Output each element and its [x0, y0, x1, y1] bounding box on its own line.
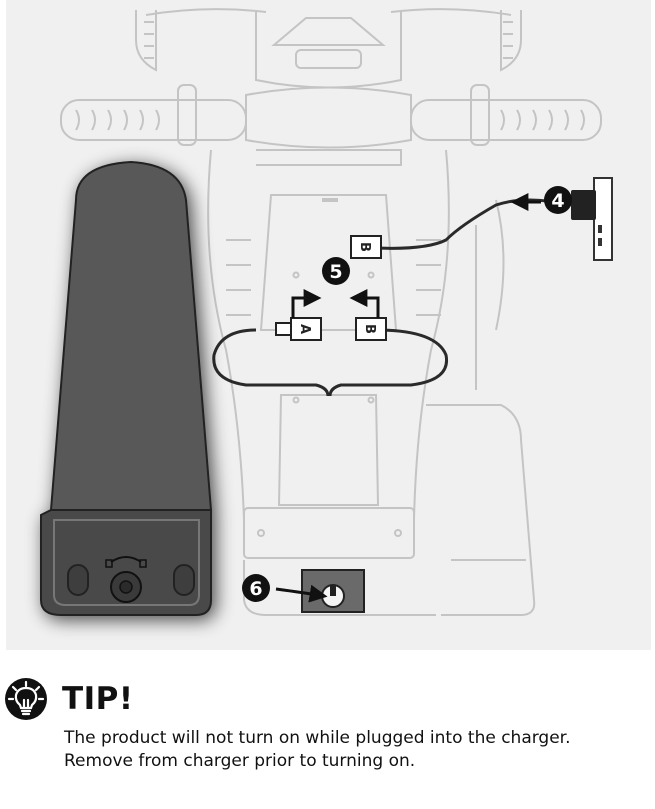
wall-outlet	[571, 177, 613, 261]
callout-step-6: 6	[242, 574, 270, 602]
charger-cable	[212, 198, 572, 397]
seat	[40, 160, 213, 616]
lightbulb-icon	[5, 678, 47, 720]
charging-port	[301, 569, 365, 613]
charging-illustration: B A B 4	[6, 0, 651, 650]
callout-step-5: 5	[322, 257, 350, 285]
callout-step-4-label: 4	[551, 190, 564, 212]
callout-step-4: 4	[544, 186, 572, 214]
tip-line-1: The product will not turn on while plugg…	[64, 728, 571, 748]
tip-header: TIP!	[4, 676, 134, 722]
plug-a-label: A	[297, 324, 312, 334]
plug-a: A	[275, 317, 322, 341]
tip-text: The product will not turn on while plugg…	[64, 727, 571, 773]
plug-b-bottom: B	[355, 317, 387, 341]
tip-heading: TIP!	[62, 681, 134, 717]
plug-b-bottom-label: B	[362, 324, 377, 334]
connect-arrows	[291, 289, 380, 318]
plug-b-top-label: B	[357, 242, 372, 252]
arrow-to-port	[275, 584, 328, 603]
tip-line-2: Remove from charger prior to turning on.	[64, 751, 416, 771]
seat-latch-knob	[67, 556, 195, 603]
plug-b-top: B	[350, 235, 382, 259]
callout-step-6-label: 6	[249, 578, 262, 600]
callout-step-5-label: 5	[329, 261, 342, 283]
